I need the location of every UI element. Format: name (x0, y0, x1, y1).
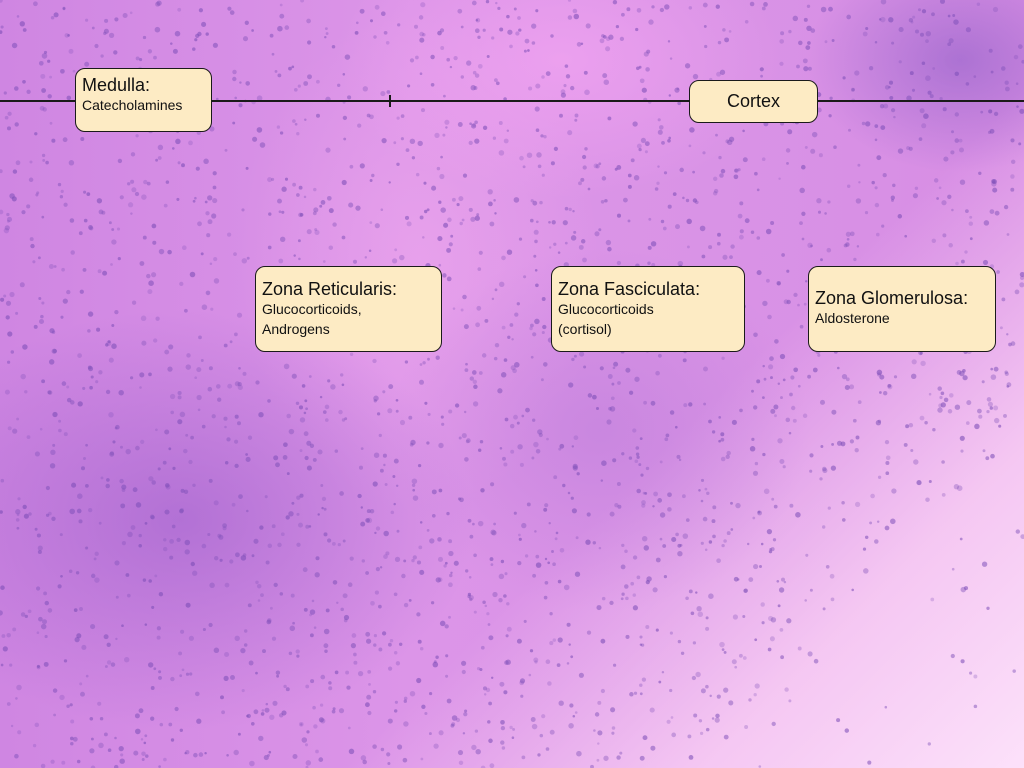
axis-line-left (0, 100, 76, 102)
medulla-hormones: Catecholamines (82, 97, 183, 113)
zona-glomerulosa-label: Zona Glomerulosa: Aldosterone (808, 266, 996, 352)
zona-reticularis-label: Zona Reticularis: Glucocorticoids, Andro… (255, 266, 442, 352)
zona-fasciculata-title: Zona Fasciculata: (558, 279, 701, 299)
zona-fasciculata-hormones: Glucocorticoids (cortisol) (558, 301, 654, 337)
axis-line-right (818, 100, 1024, 102)
zona-glomerulosa-hormones: Aldosterone (815, 310, 890, 326)
zona-reticularis-hormones: Glucocorticoids, Androgens (262, 301, 362, 337)
cortex-title: Cortex (726, 91, 780, 111)
medulla-title: Medulla: (82, 75, 151, 95)
zona-reticularis-title: Zona Reticularis: (262, 279, 398, 299)
medulla-label: Medulla: Catecholamines (75, 68, 212, 132)
cortex-label: Cortex (689, 80, 818, 123)
medulla-cortex-boundary-tick (389, 95, 391, 107)
axis-line-middle (212, 100, 690, 102)
zona-glomerulosa-title: Zona Glomerulosa: (815, 288, 969, 308)
zona-fasciculata-label: Zona Fasciculata: Glucocorticoids (corti… (551, 266, 745, 352)
